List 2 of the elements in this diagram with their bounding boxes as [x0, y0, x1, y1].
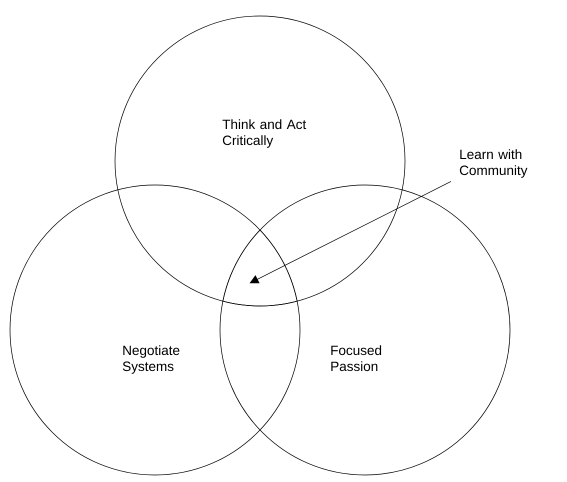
callout-text: Learn with Community: [460, 149, 528, 178]
leader-line: [250, 181, 452, 284]
